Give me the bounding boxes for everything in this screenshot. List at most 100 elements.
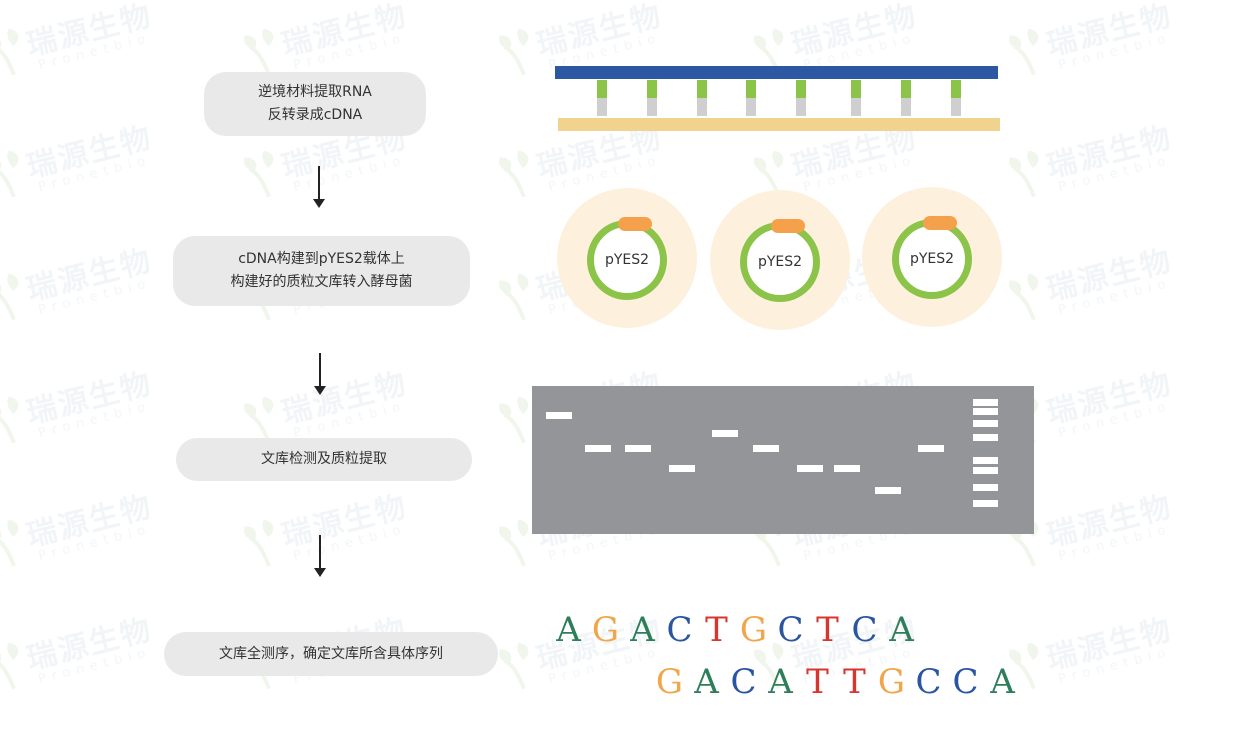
rung-gray-segment <box>901 98 911 116</box>
plasmid-2: pYES2 <box>710 190 850 330</box>
watermark-brand-en: Pronetbio <box>291 30 408 74</box>
gel-ladder-band <box>973 434 998 441</box>
cdna-duplex-illustration <box>555 66 1000 132</box>
leaf-logo-icon <box>244 150 274 198</box>
leaf-logo-icon <box>0 519 19 567</box>
step-4-box: 文库全测序，确定文库所含具体序列 <box>164 632 498 676</box>
leaf-logo-icon <box>0 396 19 444</box>
nucleotide-G: G <box>655 662 684 702</box>
rung-green-segment <box>851 80 861 98</box>
watermark-brand-en: Pronetbio <box>1056 275 1173 319</box>
step-2-line-1: cDNA构建到pYES2载体上 <box>238 251 405 267</box>
nucleotide-A: A <box>556 610 581 650</box>
watermark-brand-cn: 瑞源生物 <box>278 0 411 64</box>
plasmid-label: pYES2 <box>757 254 803 270</box>
gel-sample-band <box>712 430 738 437</box>
leaf-logo-icon <box>499 150 529 198</box>
gel-sample-band <box>875 487 901 494</box>
watermark-brand-cn: 瑞源生物 <box>23 0 156 64</box>
nucleotide-A: A <box>630 610 655 650</box>
rung-green-segment <box>901 80 911 98</box>
rung-gray-segment <box>851 98 861 116</box>
leaf-logo-icon <box>1009 150 1039 198</box>
watermark-brand-en: Pronetbio <box>1056 30 1173 74</box>
watermark-brand-en: Pronetbio <box>546 644 663 688</box>
gel-sample-band <box>834 465 860 472</box>
nucleotide-A: A <box>889 610 914 650</box>
watermark-brand-en: Pronetbio <box>801 152 918 196</box>
nucleotide-C: C <box>777 610 804 650</box>
nucleotide-C: C <box>952 662 979 702</box>
watermark-brand-en: Pronetbio <box>1056 152 1173 196</box>
nucleotide-C: C <box>666 610 693 650</box>
gel-sample-band <box>753 445 779 452</box>
gel-sample-band <box>625 445 651 452</box>
plasmid-label: pYES2 <box>604 252 650 268</box>
step-2-line-2: 构建好的质粒文库转入酵母菌 <box>230 274 413 290</box>
watermark-brand-cn: 瑞源生物 <box>1043 120 1176 186</box>
gel-electrophoresis-image <box>532 386 1034 534</box>
plasmid-ring-icon: pYES2 <box>892 216 972 299</box>
insert-fragment-icon <box>923 216 957 230</box>
gel-ladder-band <box>973 484 998 491</box>
watermark-brand-en: Pronetbio <box>36 521 153 565</box>
gel-ladder-band <box>973 457 998 464</box>
gel-ladder-band <box>973 399 998 406</box>
arrow-down-icon <box>314 535 326 577</box>
leaf-logo-icon <box>499 28 529 76</box>
watermark-brand-cn: 瑞源生物 <box>278 489 411 555</box>
rung-green-segment <box>647 80 657 98</box>
leaf-logo-icon <box>0 273 19 321</box>
gel-ladder-band <box>973 420 998 427</box>
nucleotide-C: C <box>730 662 757 702</box>
plasmid-label: pYES2 <box>909 251 955 267</box>
watermark-brand-en: Pronetbio <box>291 521 408 565</box>
step-1-box: 逆境材料提取RNA 反转录成cDNA <box>204 72 426 136</box>
nucleotide-A: A <box>990 662 1015 702</box>
gel-sample-band <box>546 412 572 419</box>
watermark-brand-en: Pronetbio <box>36 398 153 442</box>
rung-gray-segment <box>697 98 707 116</box>
nucleotide-C: C <box>851 610 878 650</box>
nucleotide-T: T <box>843 662 866 702</box>
leaf-logo-icon <box>499 642 529 690</box>
watermark-brand-cn: 瑞源生物 <box>533 0 666 64</box>
nucleotide-G: G <box>739 610 768 650</box>
watermark-brand-cn: 瑞源生物 <box>1043 0 1176 64</box>
watermark-brand-cn: 瑞源生物 <box>1043 489 1176 555</box>
watermark-brand-cn: 瑞源生物 <box>1043 243 1176 309</box>
plasmid-3: pYES2 <box>862 187 1002 327</box>
step-3-box: 文库检测及质粒提取 <box>176 438 472 481</box>
watermark-brand-cn: 瑞源生物 <box>23 612 156 678</box>
watermark-brand-cn: 瑞源生物 <box>278 366 411 432</box>
rung-green-segment <box>746 80 756 98</box>
step-1-line-1: 逆境材料提取RNA <box>258 84 372 100</box>
gel-ladder-band <box>973 500 998 507</box>
nucleotide-T: T <box>705 610 728 650</box>
dna-bottom-strand <box>558 118 1000 131</box>
nucleotide-G: G <box>877 662 906 702</box>
leaf-logo-icon <box>0 28 19 76</box>
gel-sample-band <box>669 465 695 472</box>
plasmid-ring-icon: pYES2 <box>740 219 820 302</box>
watermark-brand-en: Pronetbio <box>546 152 663 196</box>
plasmid-1: pYES2 <box>557 188 697 328</box>
nucleotide-A: A <box>768 662 793 702</box>
gel-sample-band <box>797 465 823 472</box>
gel-ladder-band <box>973 467 998 474</box>
insert-fragment-icon <box>618 217 652 231</box>
plasmid-ring-icon: pYES2 <box>587 217 667 300</box>
step-4-line-1: 文库全测序，确定文库所含具体序列 <box>219 645 443 662</box>
